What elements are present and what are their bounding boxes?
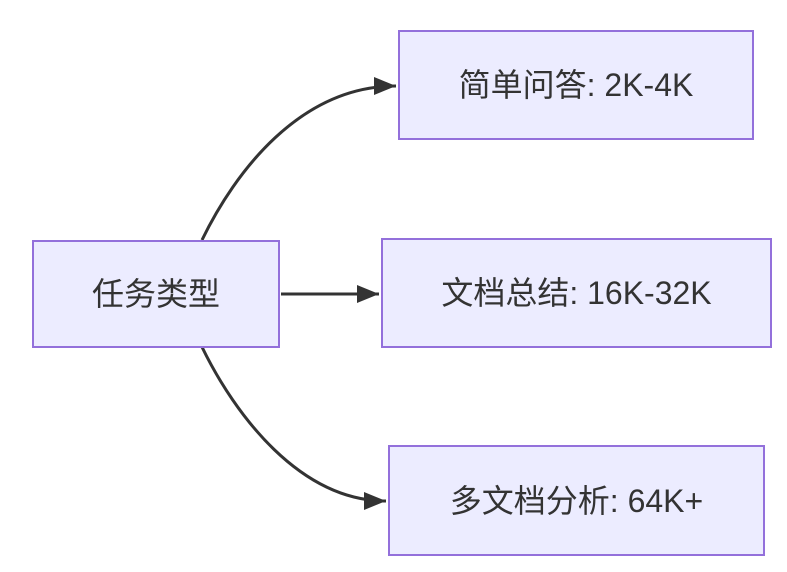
edge-root-to-simple-qa [200,77,397,241]
node-simple-qa: 简单问答: 2K-4K [398,30,754,140]
node-task-type-label: 任务类型 [91,276,220,312]
node-simple-qa-label: 简单问答: 2K-4K [458,67,694,103]
node-multi-doc-analysis: 多文档分析: 64K+ [388,445,765,556]
edge-root-to-multi-doc-analysis [200,346,387,510]
node-multi-doc-analysis-label: 多文档分析: 64K+ [449,482,704,519]
node-doc-summary-label: 文档总结: 16K-32K [441,275,712,311]
node-task-type: 任务类型 [32,240,280,348]
node-doc-summary: 文档总结: 16K-32K [381,238,772,348]
